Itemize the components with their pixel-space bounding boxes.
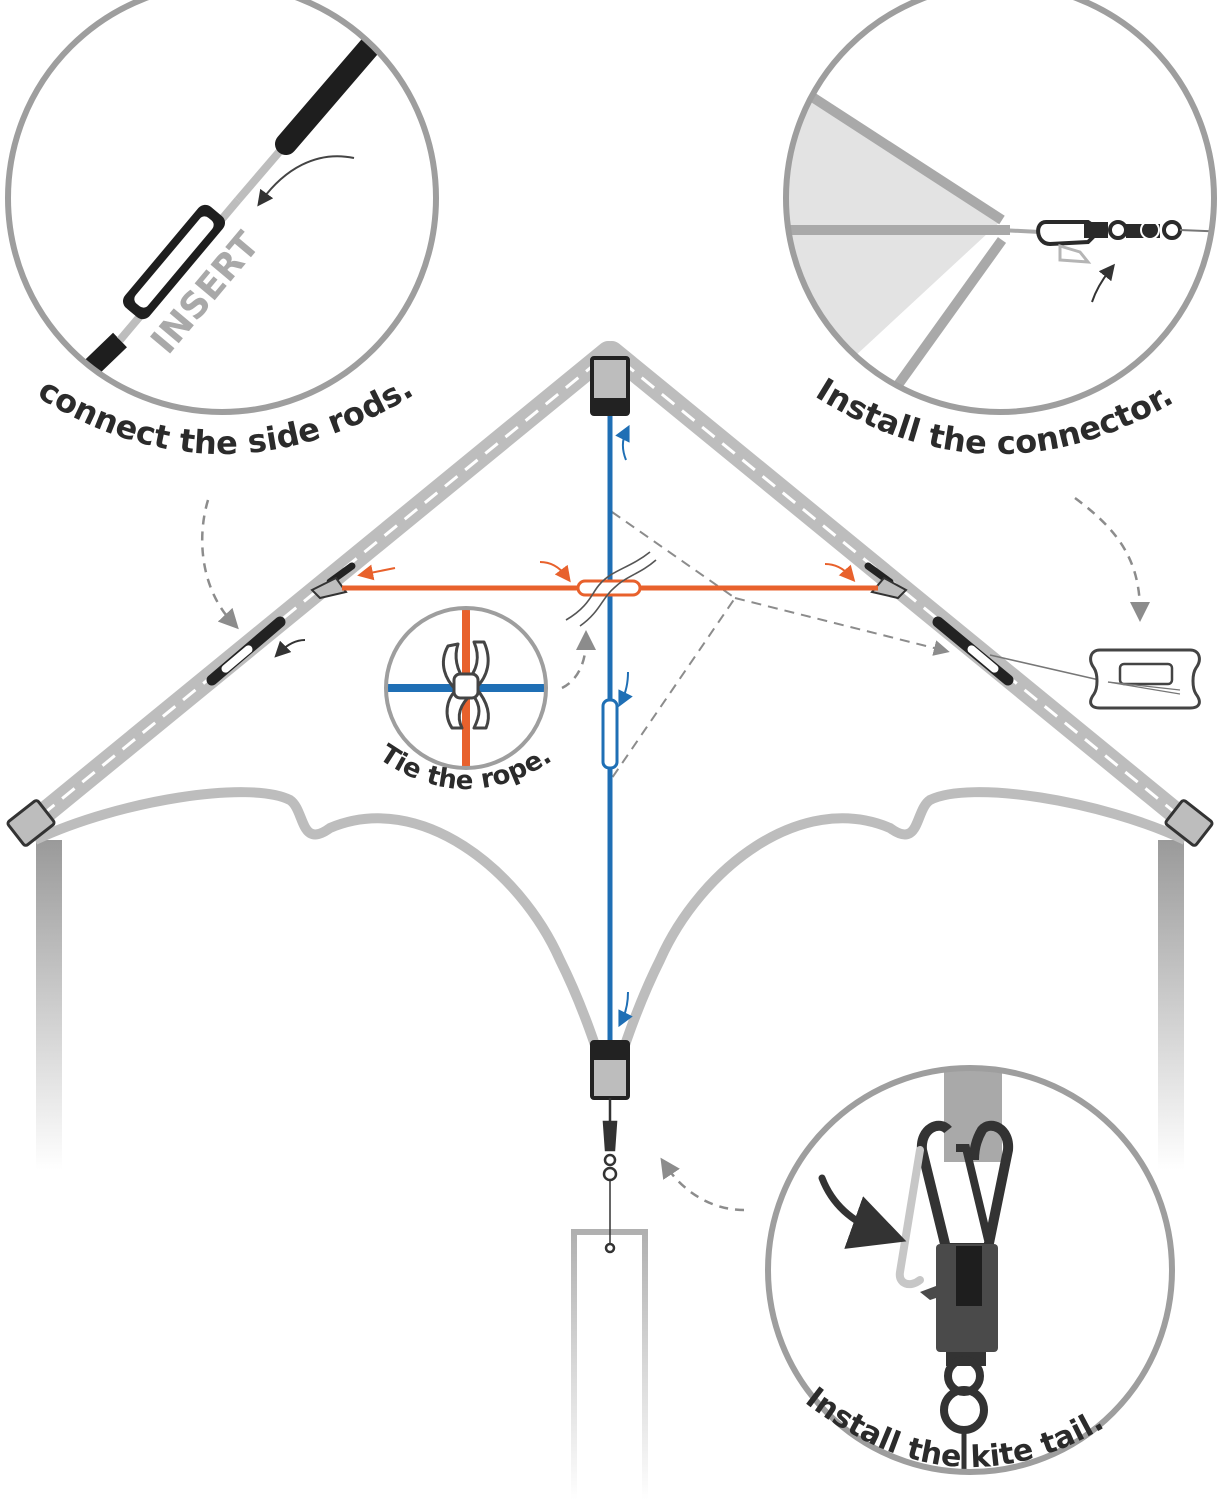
left-wingtip-cap [6,799,56,847]
left-rod-connector [206,616,286,686]
detail-tie-rope [384,606,548,770]
right-wing-leg [1158,840,1184,1170]
right-wingtip-cap [1164,799,1214,847]
right-spar-fitting [864,562,908,600]
detail-connector [783,0,1217,415]
guide-arrows [200,496,1150,1212]
blue-spine [590,356,633,1100]
spine-ferrule [601,698,619,770]
right-rod-connector [932,616,1014,686]
kite-line-winder [989,648,1201,710]
orange-spar [342,561,878,597]
side-rods-caption: connect the side rods. [32,368,419,462]
tail-swivel [602,1098,618,1254]
bridle-lines [611,511,950,779]
left-spar-fitting [310,562,356,600]
tail-sleeve [571,1229,648,1500]
detail-kite-tail [765,1065,1175,1475]
kite-frame [6,341,1214,1500]
connector-caption: Install the connector. [810,370,1179,462]
left-wing-leg [36,840,62,1170]
detail-side-rods: INSERT [5,0,439,415]
center-rope-knot [565,551,657,627]
